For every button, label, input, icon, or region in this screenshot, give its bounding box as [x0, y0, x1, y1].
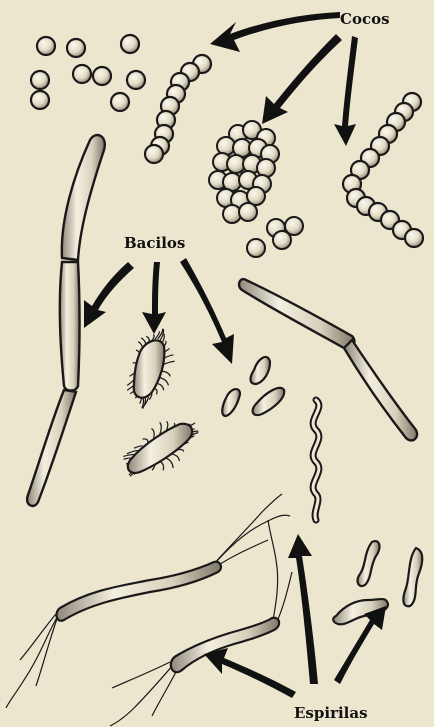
coccus-cell	[247, 239, 265, 257]
label-bacilos: Bacilos	[124, 234, 185, 252]
label-cocos: Cocos	[340, 10, 390, 28]
coccus-cell	[31, 71, 49, 89]
coccus-cell	[405, 229, 423, 247]
coccus-cell	[37, 37, 55, 55]
coccus-cell	[31, 91, 49, 109]
bacillus-rod-middle	[60, 262, 80, 391]
coccus-cell	[145, 145, 163, 163]
coccus-cell	[93, 67, 111, 85]
coccus-cell	[111, 93, 129, 111]
label-espirilas: Espirilas	[294, 704, 368, 722]
coccus-cell	[121, 35, 139, 53]
coccus-cell	[127, 71, 145, 89]
coccus-cell	[273, 231, 291, 249]
coccus-cell	[73, 65, 91, 83]
coccus-cell	[67, 39, 85, 57]
coccus-cell	[239, 203, 257, 221]
